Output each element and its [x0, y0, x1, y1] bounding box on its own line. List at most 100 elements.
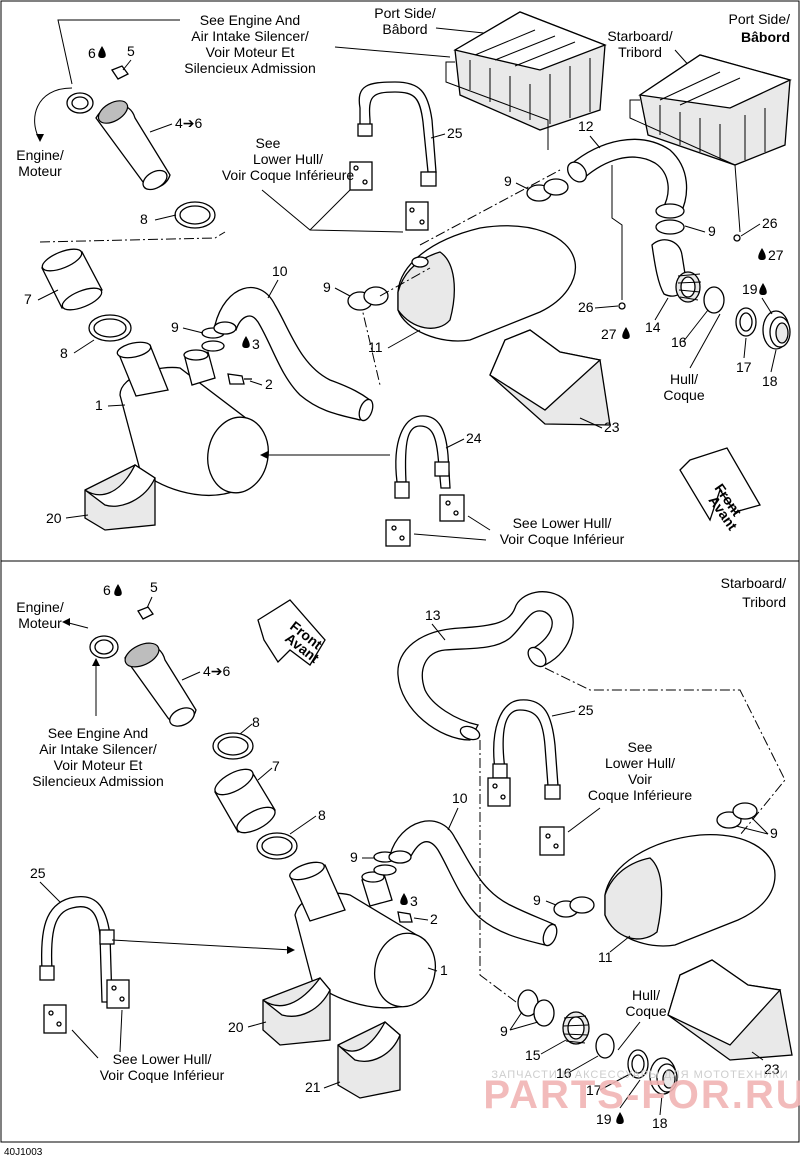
- callout-label: 25: [447, 125, 463, 141]
- callout-label: Coque: [625, 1003, 666, 1019]
- callout-label: 9: [504, 173, 512, 189]
- front-arrow-top: Front Avant: [679, 447, 761, 533]
- callout-label: 18: [762, 373, 778, 389]
- callout-label: 15: [525, 1047, 541, 1063]
- callout-label: Coque Inférieure: [588, 787, 693, 803]
- callout-label: Lower Hull/: [605, 755, 675, 771]
- clamp-part-9-top-b: [526, 178, 569, 202]
- callout-label: 9: [350, 849, 358, 865]
- support-part-20-top: [84, 464, 156, 531]
- callout-label: 9: [708, 223, 716, 239]
- callout-label: 5: [127, 43, 135, 59]
- flange-part-18-bottom: [649, 1057, 678, 1095]
- hose-part-10-bottom: [388, 820, 558, 947]
- flange-part-15-bottom: [562, 1011, 590, 1045]
- callout-label: 25: [30, 865, 46, 881]
- hose-part-4-top: [95, 100, 171, 191]
- top-panel: See Engine And Air Intake Silencer/ Voir…: [16, 5, 792, 547]
- callout-label: 13: [425, 607, 441, 623]
- hose-part-10-top: [213, 287, 374, 422]
- callout-label: Voir Moteur Et: [206, 44, 295, 60]
- callout-label: 23: [764, 1061, 780, 1077]
- callout-label: 23: [604, 419, 620, 435]
- callout-label: 10: [452, 790, 468, 806]
- sensor-part-2-top: [227, 373, 252, 385]
- callout-label: 21: [305, 1079, 321, 1095]
- callout-label: 17: [586, 1082, 602, 1098]
- callout-label: 7: [24, 291, 32, 307]
- muffler-part-1-bottom: [289, 861, 436, 1009]
- callout-label: 2: [430, 911, 438, 927]
- callout-label: 20: [46, 510, 62, 526]
- strap-part-24-top: [394, 415, 451, 499]
- callout-label: 3: [410, 893, 418, 909]
- callout-label: 5: [150, 579, 158, 595]
- top-engine-label: Engine/: [16, 147, 64, 163]
- callout-label: Tribord: [742, 594, 786, 610]
- callout-label: 3: [252, 336, 260, 352]
- callout-label: 25: [578, 702, 594, 718]
- callout-label: Silencieux Admission: [32, 773, 164, 789]
- clamp-part-9-bottom-d: [517, 989, 555, 1027]
- callout-label: Voir Coque Inférieure: [222, 167, 355, 183]
- callout-label: 27: [768, 247, 784, 263]
- callout-label: 17: [736, 359, 752, 375]
- bracket-top-a: [349, 161, 429, 231]
- top-hull-label: Hull/: [670, 371, 698, 387]
- callout-label: 8: [60, 345, 68, 361]
- callout-label: Air Intake Silencer/: [39, 741, 157, 757]
- callout-label: Air Intake Silencer/: [191, 28, 309, 44]
- bottom-see-lower-hull-label: See: [628, 739, 653, 755]
- top-see-lower-hull-label: See: [256, 135, 281, 151]
- callout-label: 6: [103, 582, 111, 598]
- sensor-part-2-bottom: [397, 911, 413, 923]
- callout-label: Bâbord: [741, 29, 790, 45]
- engine-block-starboard: [638, 54, 792, 166]
- top-see-engine-label: See Engine And Air Intake Silencer/ Voir…: [184, 12, 316, 76]
- callout-label: 1: [440, 962, 448, 978]
- callout-label: 26: [578, 299, 594, 315]
- callout-label: 11: [368, 339, 383, 355]
- clamp-part-8b-top: [88, 314, 132, 342]
- support-part-20-bottom: [262, 976, 331, 1046]
- callout-label: Bâbord: [382, 21, 427, 37]
- callout-label: See Engine And: [48, 725, 148, 741]
- callout-label: 8: [318, 807, 326, 823]
- callout-label: Voir Coque Inférieur: [100, 1067, 225, 1083]
- callout-label: 1: [95, 397, 103, 413]
- callout-label: See Engine And: [200, 12, 300, 28]
- callout-label: 9: [770, 825, 778, 841]
- clamp-part-6-bottom: [89, 635, 119, 659]
- callout-label: Moteur: [18, 615, 62, 631]
- callout-label: ЗАПЧАСТИ И АКСЕССУАРЫ ДЛЯ МОТОТЕХНИКИ: [491, 1069, 788, 1081]
- clamp-part-9-bottom-b: [716, 802, 758, 829]
- callout-label: Voir Coque Inférieur: [500, 531, 625, 547]
- callout-label: Coque: [663, 387, 704, 403]
- callout-label: Lower Hull/: [253, 151, 323, 167]
- hose-part-13-bottom: [397, 591, 574, 741]
- callout-label: Voir Moteur Et: [54, 757, 143, 773]
- bottom-panel: Starboard/ Tribord Engine/ Moteur 6 5 4➔…: [16, 575, 793, 1131]
- elbow-part-14-top: [651, 239, 702, 303]
- nut-part-5-bottom: [137, 606, 154, 620]
- nut-part-5-top: [111, 65, 129, 80]
- clamp-part-8-bottom: [212, 732, 254, 760]
- callout-label: 14: [645, 319, 661, 335]
- clamp-part-9-top-c: [655, 203, 685, 235]
- muffler-part-11-bottom: [604, 834, 776, 947]
- callout-label: Tribord: [618, 44, 662, 60]
- callout-label: 11: [598, 949, 613, 965]
- callout-label: 9: [171, 319, 179, 335]
- muffler-part-11-top: [397, 225, 577, 342]
- bracket-bottom-a: [487, 777, 565, 856]
- sleeve-part-7-bottom: [214, 768, 276, 834]
- callout-label: 12: [578, 118, 594, 134]
- hose-part-4-bottom: [124, 642, 197, 727]
- callout-label: 7: [272, 758, 280, 774]
- front-arrow-bottom: Front Avant: [257, 599, 326, 666]
- callout-label: 9: [323, 279, 331, 295]
- callout-label: 6: [88, 45, 96, 61]
- top-see-lower-hull-2-label: See Lower Hull/: [513, 515, 612, 531]
- clamp-part-8b-bottom: [256, 832, 298, 860]
